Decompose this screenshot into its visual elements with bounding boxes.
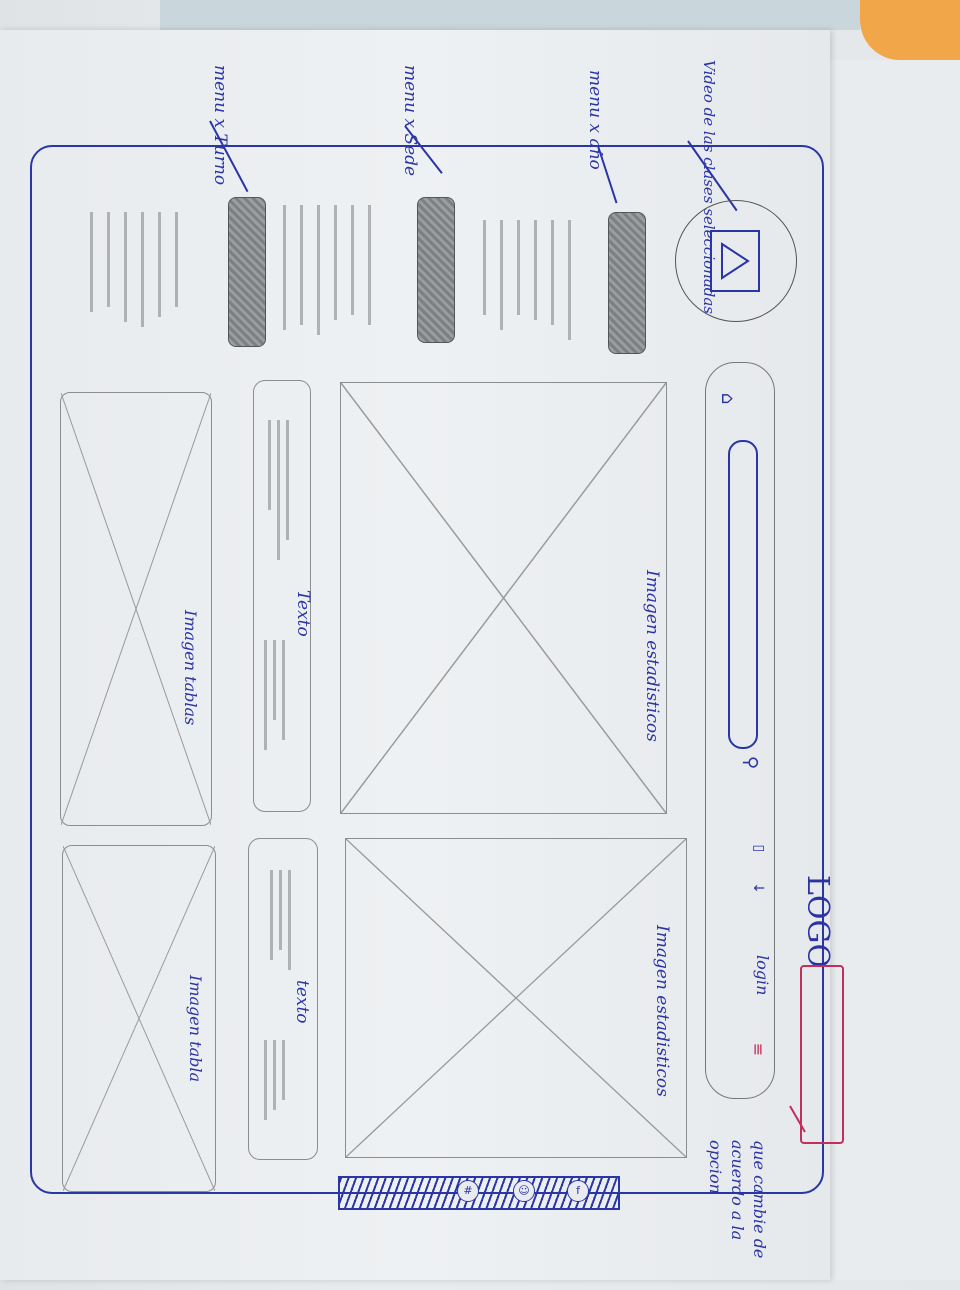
menu-year-dropdown[interactable]: [608, 212, 646, 354]
background-object: [860, 0, 960, 60]
stats-image-2: [345, 838, 687, 1158]
text-column-1-lines: [268, 420, 303, 560]
logo-note: que cambie de acuerdo a la opcion: [706, 1140, 769, 1259]
text-column-1: [253, 380, 311, 812]
video-circle: [675, 200, 797, 322]
nav-bar: [705, 362, 775, 1099]
logo-badge: [800, 965, 844, 1144]
menu-seat-lines: [283, 205, 385, 335]
social-icon[interactable]: ☺: [513, 1180, 535, 1202]
facebook-icon[interactable]: f: [567, 1180, 589, 1202]
text-column-1-lines: [264, 640, 299, 750]
table-image-1-label: Imagen tablas: [181, 610, 200, 726]
hamburger-menu-icon[interactable]: ≡: [749, 1042, 769, 1057]
menu-turn-dropdown[interactable]: [228, 197, 266, 347]
video-player[interactable]: [710, 230, 760, 292]
text-column-2-lines: [270, 870, 305, 970]
stats-image-2-label: Imagen estadisticos: [652, 925, 672, 1097]
table-image-2: [62, 845, 216, 1192]
search-icon[interactable]: ⚲: [740, 755, 762, 770]
home-icon[interactable]: ⌂: [717, 392, 739, 405]
stats-image-1: [340, 382, 667, 814]
text-column-2: [248, 838, 318, 1160]
background-corner: [160, 0, 860, 30]
search-input[interactable]: [728, 440, 758, 749]
play-icon: [721, 242, 750, 280]
cart-icon[interactable]: ▭: [752, 840, 766, 856]
table-image-2-label: Imagen tabla: [186, 975, 205, 1082]
menu-turn-lines: [90, 212, 192, 327]
download-icon[interactable]: ↓: [749, 882, 766, 894]
menu-seat-dropdown[interactable]: [417, 197, 455, 343]
text-column-2-label: texto: [292, 980, 312, 1024]
table-image-1: [60, 392, 212, 826]
menu-year-lines: [483, 220, 585, 340]
text-column-2-lines: [264, 1040, 299, 1120]
logo: LOGO: [800, 875, 835, 969]
login-link[interactable]: login: [753, 955, 772, 996]
text-column-1-label: Texto: [293, 590, 313, 637]
stats-image-1-label: Imagen estadisticos: [642, 570, 662, 742]
menu-seat-annotation: menu x Sede: [400, 65, 420, 177]
hashtag-icon[interactable]: #: [457, 1180, 479, 1202]
